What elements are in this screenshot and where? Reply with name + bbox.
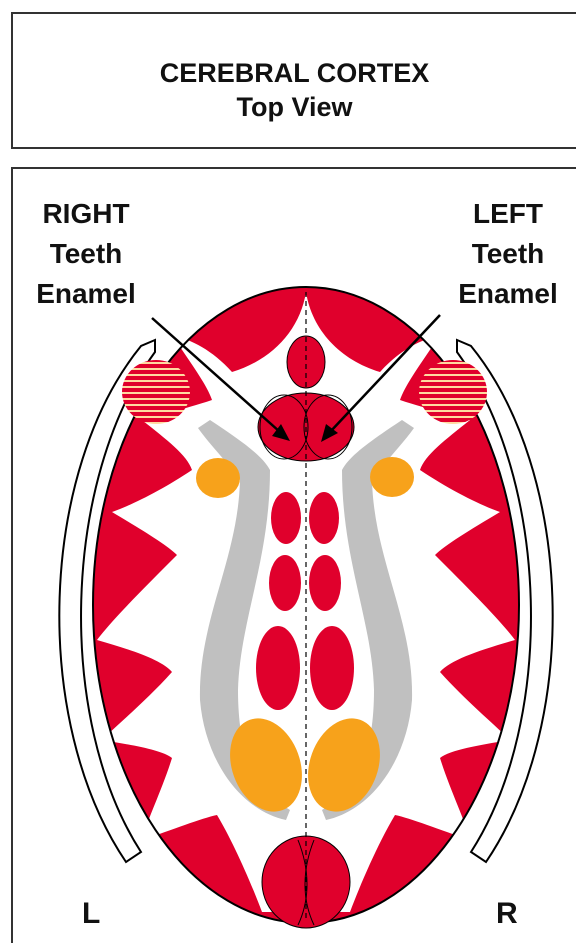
right-label-line3: Enamel [36, 278, 136, 309]
orange-region-upper-right [370, 457, 414, 497]
corner-label-left: L [82, 897, 100, 930]
striped-region-left [122, 360, 190, 424]
left-label-line2: Teeth [472, 238, 545, 269]
striped-region-right [419, 360, 487, 424]
central-region-1-right [309, 492, 339, 544]
left-label-line1: LEFT [473, 198, 543, 229]
central-region-2-left [269, 555, 301, 611]
top-midline-region [287, 336, 325, 388]
right-label-line1: RIGHT [42, 198, 129, 229]
left-label-line3: Enamel [458, 278, 558, 309]
central-region-1-left [271, 492, 301, 544]
central-region-2-right [309, 555, 341, 611]
orange-region-upper-left [196, 458, 240, 498]
right-label-line2: Teeth [50, 238, 123, 269]
corner-label-right: R [496, 897, 518, 930]
central-region-3-right [310, 626, 354, 710]
central-region-3-left [256, 626, 300, 710]
